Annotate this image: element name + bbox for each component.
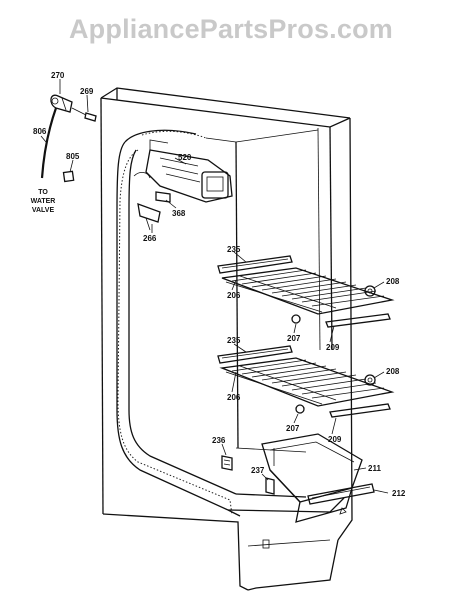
- callout-212: 212: [392, 489, 406, 498]
- note-line-1: TO: [38, 189, 48, 196]
- control-assembly: [133, 139, 233, 231]
- callout-269: 269: [80, 87, 94, 96]
- callout-207-lower: 207: [286, 424, 300, 433]
- upper-shelf: [217, 255, 395, 328]
- callout-270: 270: [51, 71, 65, 80]
- callout-806: 806: [33, 127, 47, 136]
- note-line-2: WATER: [31, 198, 56, 205]
- water-supply-parts: [40, 94, 97, 183]
- callout-208-lower: 208: [386, 367, 400, 376]
- callout-805: 805: [66, 152, 80, 161]
- callout-labels: 270 269 806 805 520 368 266 235 206 208 …: [33, 71, 406, 498]
- callout-368: 368: [172, 209, 186, 218]
- cabinet-liner: [100, 87, 353, 591]
- lower-shelf: [217, 345, 395, 418]
- callout-209-lower: 209: [328, 435, 342, 444]
- callout-236: 236: [212, 436, 226, 445]
- callout-520: 520: [178, 153, 192, 162]
- callout-207-upper: 207: [287, 334, 301, 343]
- note-line-3: VALVE: [32, 207, 55, 214]
- watermark: AppliancePartsPros.com: [68, 14, 393, 44]
- callout-266: 266: [143, 234, 157, 243]
- callout-209-upper: 209: [326, 343, 340, 352]
- callout-235-upper: 235: [227, 245, 241, 254]
- callout-208-upper: 208: [386, 277, 400, 286]
- hinge-bracket: [262, 539, 270, 549]
- crisper-pan: [221, 433, 375, 523]
- water-valve-note: TO WATER VALVE: [31, 189, 56, 214]
- callout-211: 211: [368, 464, 381, 473]
- callout-237: 237: [251, 466, 265, 475]
- callout-206-lower: 206: [227, 393, 241, 402]
- callout-206-upper: 206: [227, 291, 241, 300]
- callout-235-lower: 235: [227, 336, 241, 345]
- leader-lines: [40, 79, 389, 494]
